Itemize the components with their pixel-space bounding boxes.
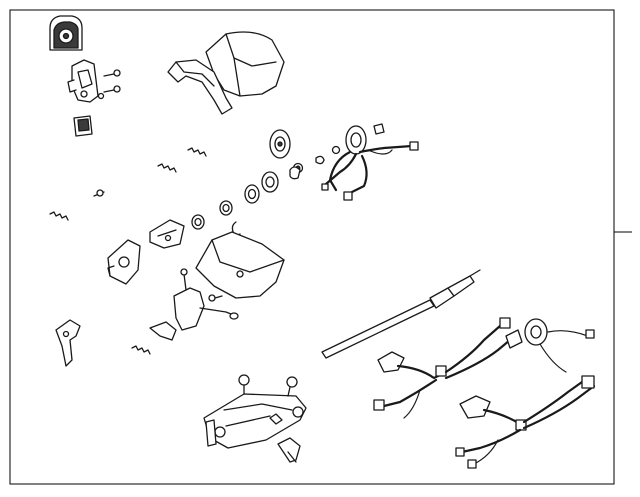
dimmer-switch-rod bbox=[55, 319, 81, 367]
tilt-pivot-bolt bbox=[277, 437, 301, 463]
steering-shaft bbox=[321, 269, 481, 359]
pivot-pin bbox=[93, 189, 105, 197]
spring bbox=[49, 147, 207, 355]
key-buzzer-switch bbox=[73, 115, 93, 137]
column-wiring-harness bbox=[455, 375, 596, 469]
lock-housing bbox=[67, 59, 99, 103]
diagram-frame bbox=[9, 9, 615, 485]
upper-shroud bbox=[205, 31, 285, 97]
column-jacket-housing bbox=[203, 393, 307, 449]
screw bbox=[180, 268, 188, 291]
wiper-switch bbox=[173, 287, 239, 331]
lock-actuator bbox=[107, 239, 141, 285]
turn-signal-cancel-cam bbox=[269, 129, 291, 159]
bearing bbox=[191, 171, 279, 230]
tilt-lever bbox=[149, 321, 177, 341]
column-wiring-harness bbox=[373, 317, 523, 419]
clockspring bbox=[524, 318, 595, 373]
lower-shroud-upper bbox=[167, 59, 233, 115]
lower-shroud bbox=[195, 231, 285, 299]
ignition-lock-cylinder bbox=[49, 15, 83, 51]
mounting-bolt bbox=[238, 374, 298, 425]
screw bbox=[97, 69, 121, 100]
multifunction-switch-bracket bbox=[149, 219, 185, 249]
bearing-spring bbox=[289, 145, 341, 180]
clockspring-wiring bbox=[321, 123, 419, 201]
